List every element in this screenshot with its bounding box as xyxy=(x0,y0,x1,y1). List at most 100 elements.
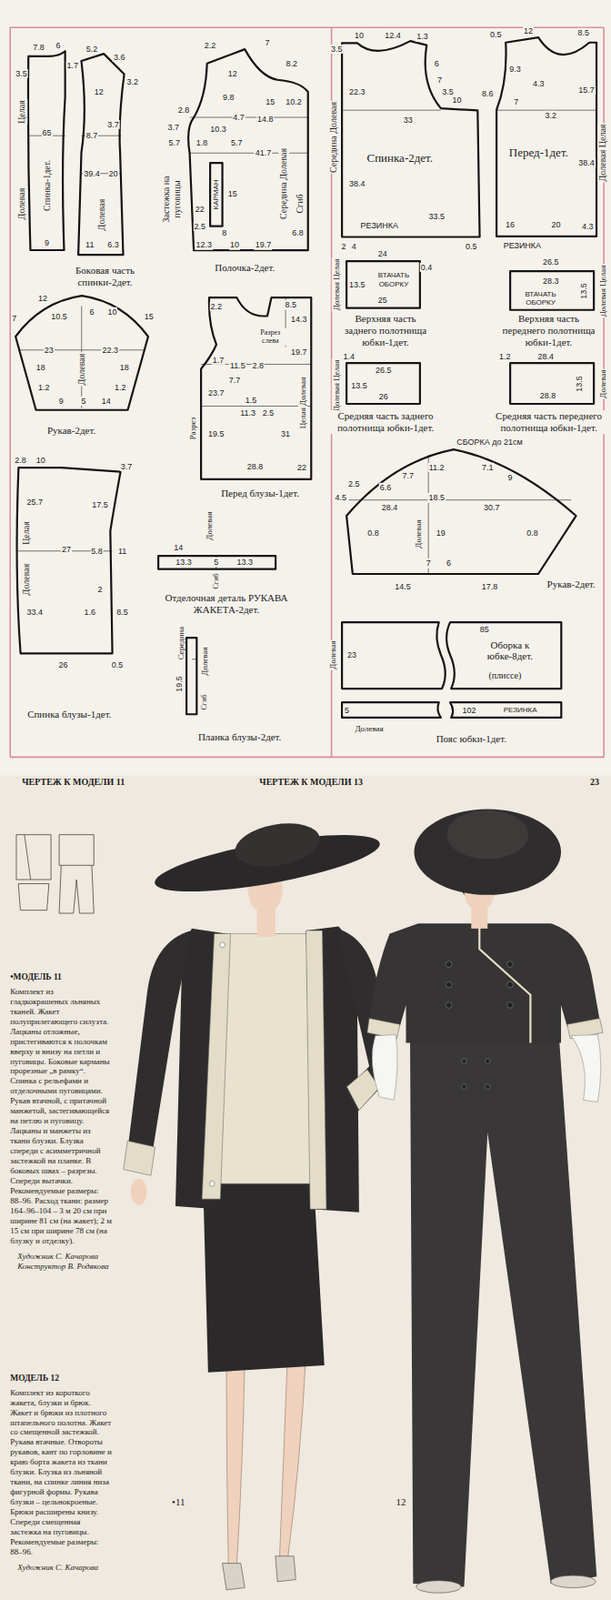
dimension: 6 xyxy=(54,40,61,51)
piece-label: Средняя часть заднего полотнища юбки-1де… xyxy=(328,410,442,434)
dimension: 33 xyxy=(402,115,414,125)
piece-label: Целая xyxy=(20,520,32,546)
piece-label: Долевая xyxy=(76,352,88,387)
dimension: 28.4 xyxy=(536,350,555,361)
piece-label: КАРМАН xyxy=(211,179,221,211)
pattern-piece: ДолеваяБоковая часть спинки-2дет. xyxy=(77,52,126,256)
piece-label: Долевая Целая xyxy=(331,258,341,312)
piece-label: Целая Долевая xyxy=(298,376,308,431)
dimension: 1.8 xyxy=(195,138,210,148)
dimension: 8 xyxy=(220,228,228,238)
dimension: 2.8 xyxy=(251,360,266,370)
piece-label: Долевая xyxy=(328,640,338,671)
piece-label: Середина Долевая xyxy=(328,100,340,174)
piece-contour xyxy=(186,637,197,714)
dimension: 65 xyxy=(41,128,53,138)
dimension: 2 xyxy=(96,584,103,594)
piece-contour xyxy=(446,621,561,689)
dimension: 1.7 xyxy=(211,355,226,365)
dimension: 14 xyxy=(100,396,112,406)
dimension: 5 xyxy=(80,396,87,406)
dimension: 4.7 xyxy=(231,112,246,122)
dimension: 4.3 xyxy=(580,221,595,231)
dimension: 2.5 xyxy=(193,221,208,231)
dimension: 9.3 xyxy=(508,64,522,74)
dimension: 8.5 xyxy=(115,607,130,617)
dimension: 12 xyxy=(522,25,534,35)
dimension: 14.8 xyxy=(256,114,275,124)
piece-label: Средняя часть переднего полотнища юбки-1… xyxy=(491,410,606,434)
dimension: 19.7 xyxy=(254,240,273,250)
piece-label: Долевая xyxy=(353,723,384,733)
page-number: 23 xyxy=(589,777,601,789)
piece-label: Разрез слева xyxy=(253,328,287,345)
dimension: 3.7 xyxy=(166,122,181,132)
dimension: 26.5 xyxy=(374,365,393,375)
dimension: 33.5 xyxy=(427,211,446,221)
piece-contour xyxy=(346,260,421,309)
model-sketch xyxy=(16,834,94,913)
dimension: 10 xyxy=(353,30,365,41)
dimension: 13.5 xyxy=(348,280,367,290)
dimension: 2.2 xyxy=(203,40,218,51)
dimension: 22 xyxy=(296,462,308,472)
text-column: •МОДЕЛЬ 11Комплект из гладкокрашеных льн… xyxy=(10,971,112,1275)
piece-outline xyxy=(340,40,481,239)
dimension: 7.8 xyxy=(31,41,46,51)
piece-contour xyxy=(188,49,309,251)
piece-label: Рукав-2дет. xyxy=(546,577,597,590)
dimension: 10.3 xyxy=(209,124,228,134)
dimension: 2 xyxy=(340,241,348,251)
dimension: 15 xyxy=(143,311,155,321)
dimension: 19.5 xyxy=(174,674,184,693)
dimension: 15 xyxy=(227,189,239,199)
piece-contour xyxy=(15,295,149,411)
piece-label: Отделочная деталь РУКАВА ЖАКЕТА-2дет. xyxy=(154,592,300,616)
figure-number: 12 xyxy=(394,1495,407,1508)
piece-outline xyxy=(185,636,198,715)
dimension: 9.8 xyxy=(221,91,236,101)
dimension: 9 xyxy=(43,238,51,248)
pattern-piece: ЦелаяДолеваяСпинка блузы-1дет. xyxy=(15,466,122,654)
dimension: 3.7 xyxy=(106,120,121,130)
dimension: 9 xyxy=(506,472,513,482)
piece-label: Рукав-2дет. xyxy=(46,424,97,437)
pattern-piece: ЦелаяДолеваяСпинка-1дет. xyxy=(26,49,68,252)
piece-label: Застежка на пуговицы xyxy=(160,167,182,231)
dimension: 14.5 xyxy=(393,581,412,591)
dimension: 10 xyxy=(35,455,47,465)
dimension: 19.5 xyxy=(207,429,226,439)
dimension: 14 xyxy=(172,542,184,552)
dimension: 10.5 xyxy=(50,311,69,321)
figure-number: •11 xyxy=(170,1495,186,1508)
piece-label: Целая xyxy=(16,100,28,126)
dimension: 8.7 xyxy=(85,130,100,141)
piece-outline xyxy=(184,48,310,251)
piece-label: Сгиб xyxy=(211,572,221,591)
pattern-piece: Застежка на пуговицыСередина ДолеваяСгиб… xyxy=(184,48,310,251)
dimension: 39.4 xyxy=(82,169,101,179)
section-title: ЧЕРТЕЖ К МОДЕЛИ 13 xyxy=(258,777,364,789)
dimension: 3.7 xyxy=(120,461,134,471)
piece-label: Долевая Целая xyxy=(597,123,609,183)
dimension: 0.8 xyxy=(366,527,381,537)
piece-label: Сгиб xyxy=(294,193,306,215)
dimension: 25.7 xyxy=(25,497,44,507)
piece-label: Пояс юбки-1дет. xyxy=(435,732,508,745)
dimension: 26 xyxy=(58,660,70,670)
piece-contour xyxy=(200,298,311,481)
piece-label: Долевая xyxy=(598,368,608,399)
fashion-illustration xyxy=(123,809,603,1593)
dimension: 1.2 xyxy=(37,382,51,392)
model-description: Комплект из короткого жакета, блузки и б… xyxy=(10,1387,112,1557)
pattern-sheet xyxy=(0,0,611,776)
dimension: 7.1 xyxy=(480,462,495,472)
dimension: 1.2 xyxy=(113,382,128,392)
dimension: 8.6 xyxy=(480,89,495,99)
piece-label: Полочка-2дет. xyxy=(213,261,276,274)
piece-label: Долевая Целая xyxy=(331,359,341,413)
dimension: 17.5 xyxy=(90,500,110,510)
dimension: 18 xyxy=(35,362,47,372)
dimension: 12.4 xyxy=(383,30,402,41)
piece-label: Долевая xyxy=(200,645,210,676)
